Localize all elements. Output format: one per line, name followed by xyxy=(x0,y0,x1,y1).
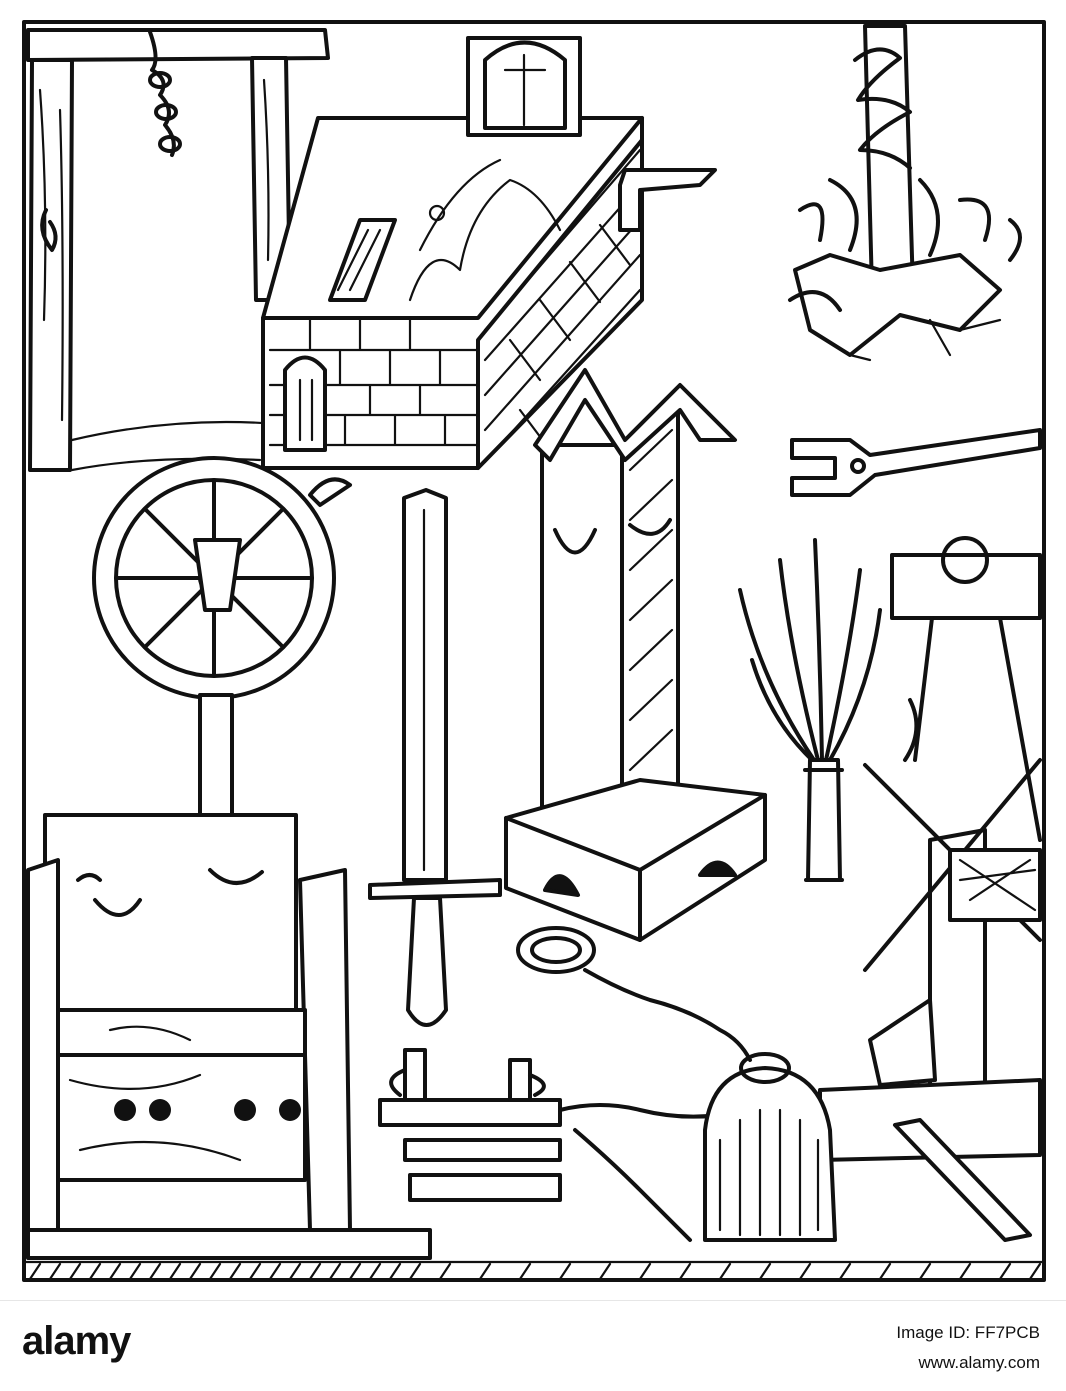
tomb xyxy=(261,36,717,470)
tongs xyxy=(790,428,1042,497)
thumbscrew xyxy=(378,1048,562,1202)
hatch-bottom-strip xyxy=(28,1262,1042,1281)
frame-border xyxy=(22,20,1046,1282)
rack xyxy=(818,536,1042,1242)
gallows xyxy=(26,28,332,472)
stocks xyxy=(26,813,432,1260)
burning-stake xyxy=(788,24,1022,362)
image-id-label: Image ID: FF7PCB xyxy=(896,1323,1040,1342)
watermark-footer: alamy Image ID: FF7PCB www.alamy.com xyxy=(0,1300,1066,1391)
woodcut-illustration xyxy=(22,20,1046,1282)
site-url-label: www.alamy.com xyxy=(918,1353,1040,1372)
birch-rod xyxy=(738,538,882,882)
ball-and-chain xyxy=(516,926,837,1242)
alamy-logo: alamy xyxy=(22,1319,131,1363)
pillar xyxy=(504,368,767,942)
sword xyxy=(368,488,502,1027)
breaking-wheel xyxy=(92,456,352,822)
